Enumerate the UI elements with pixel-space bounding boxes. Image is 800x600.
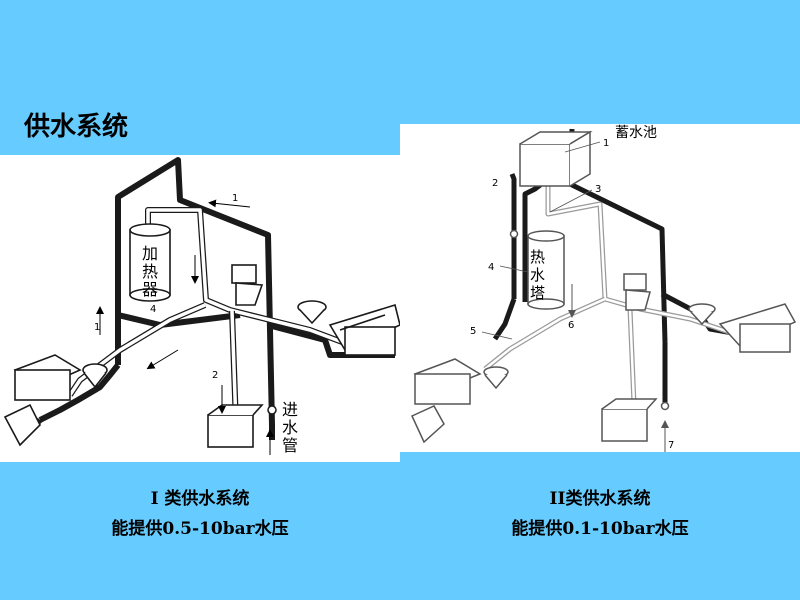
diagram-type-1-drawing: 加 热 器 4 1 1 2 进 水 管 (3, 157, 400, 455)
caption-type-2-pressure: 能提供0.1-10bar水压 (511, 519, 689, 539)
heater-label-1: 加 (142, 244, 158, 263)
number-7-right: 7 (668, 440, 674, 451)
hot-water-pipes-2 (483, 154, 751, 405)
caption-type-1: I 类供水系统 能提供0.5-10bar水压 (0, 484, 400, 544)
inlet-label-1: 进 (282, 400, 298, 419)
caption-type-2: II类供水系统 能提供0.1-10bar水压 (400, 484, 800, 544)
caption-type-2-title: II类供水系统 (549, 489, 651, 509)
toilet-center (231, 264, 264, 306)
tank-label: 蓄水池 (615, 125, 657, 141)
leader-lines (481, 141, 601, 340)
tower-label-1: 热 (530, 248, 545, 266)
toilet-left (3, 403, 41, 447)
flow-arrows (96, 199, 274, 455)
sink-left-2 (483, 366, 509, 390)
tower-label-3: 塔 (530, 284, 545, 302)
number-2-left: 2 (212, 370, 218, 381)
diagram-type-2: 蓄水池 1 2 3 4 5 6 7 热 水 塔 (400, 124, 800, 452)
valve-2b (660, 401, 670, 411)
number-2-right: 2 (492, 178, 498, 189)
cabinet-sink-2 (601, 398, 658, 442)
inlet-label-2: 水 (282, 418, 298, 437)
number-1-top: 1 (232, 193, 238, 204)
cabinet-sink (207, 404, 264, 448)
number-5-right: 5 (470, 326, 476, 337)
number-4-right: 4 (488, 262, 494, 273)
water-heater (129, 223, 171, 302)
sink-left (82, 363, 108, 389)
heater-label-3: 器 (142, 280, 158, 299)
bathtub-left (13, 354, 82, 401)
number-4-left: 4 (150, 304, 156, 315)
caption-type-1-title: I 类供水系统 (150, 489, 250, 509)
toilet-left-2 (411, 405, 445, 444)
sink-right (297, 300, 327, 325)
heater-label-2: 热 (142, 262, 158, 281)
sink-right-2 (688, 303, 716, 326)
toilet-center-2 (623, 273, 651, 311)
hot-water-tower (527, 230, 565, 310)
number-6-right: 6 (568, 320, 574, 331)
valve-2a (509, 229, 519, 239)
number-1-right: 1 (603, 138, 609, 149)
bathtub-right-2 (718, 303, 797, 353)
bathtub-right (328, 303, 400, 356)
diagram-type-2-drawing: 蓄水池 1 2 3 4 5 6 7 热 水 塔 (411, 125, 797, 452)
flow-arrows-2 (568, 284, 669, 452)
diagram-type-1: 加 热 器 4 1 1 2 进 水 管 (0, 155, 400, 462)
bathtub-left-2 (413, 358, 482, 405)
inlet-label-3: 管 (282, 436, 298, 455)
number-1-left: 1 (94, 322, 100, 333)
caption-type-1-pressure: 能提供0.5-10bar水压 (111, 519, 289, 539)
storage-tank (519, 130, 593, 187)
number-3-right: 3 (595, 184, 601, 195)
tower-label-2: 水 (530, 266, 545, 284)
inlet-valve (267, 405, 277, 415)
slide-title: 供水系统 (24, 112, 129, 142)
